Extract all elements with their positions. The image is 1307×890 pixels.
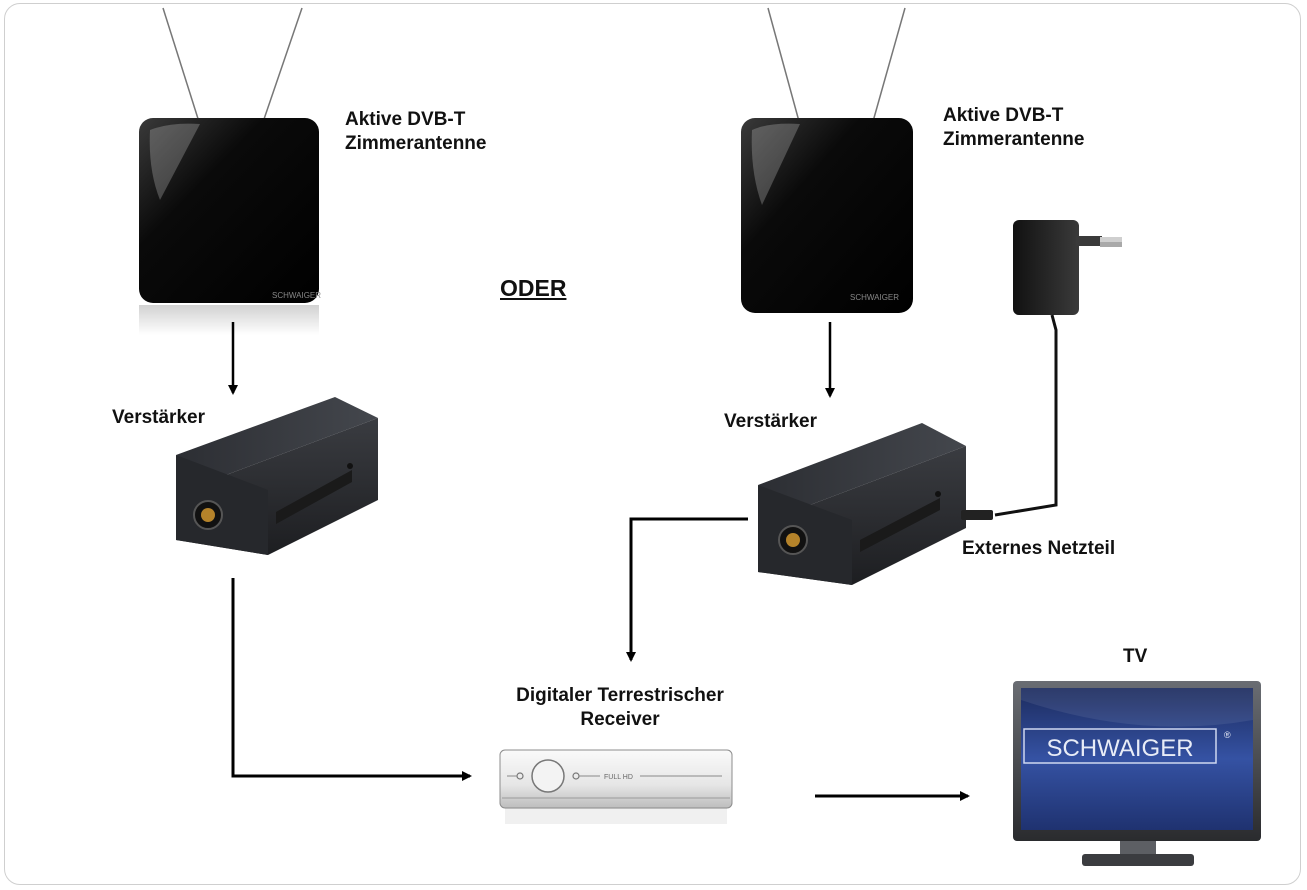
antenna-rod	[767, 7, 801, 126]
label-antenna-right: Aktive DVB-T Zimmerantenne	[943, 104, 1084, 152]
arrow-amplifier-left-to-receiver	[231, 578, 472, 781]
antenna-rod	[871, 7, 906, 126]
antenna-panel	[741, 118, 913, 313]
tv-screen	[1021, 688, 1253, 830]
label-amplifier-left: Verstärker	[112, 407, 205, 428]
antenna-left: SCHWAIGER	[139, 7, 321, 335]
label-oder: ODER	[500, 275, 567, 301]
amplifier-right	[758, 423, 966, 585]
label-amplifier-right: Verstärker	[724, 411, 817, 432]
plug-pin	[1100, 237, 1122, 242]
tv-set: SCHWAIGER ®	[1013, 681, 1261, 866]
receiver-knob	[531, 759, 565, 793]
power-adapter	[1013, 220, 1079, 315]
label-line: Receiver	[580, 709, 660, 730]
label-line: Digitaler Terrestrischer	[516, 685, 724, 706]
arrow-amplifier-right-to-receiver	[626, 517, 748, 662]
amplifier-left	[176, 397, 378, 555]
tv-stand	[1082, 854, 1194, 866]
power-connector	[961, 510, 993, 520]
antenna-panel	[139, 118, 319, 303]
tv-neck	[1120, 841, 1156, 855]
antenna-logo: SCHWAIGER	[850, 293, 899, 302]
label-power-supply: Externes Netzteil	[962, 538, 1116, 559]
label-antenna-left: Aktive DVB-T Zimmerantenne	[345, 108, 486, 156]
label-line: Aktive DVB-T	[345, 109, 466, 130]
antenna-rod	[261, 7, 303, 126]
receiver-badge: FULL HD	[604, 774, 633, 781]
tv-registered-mark: ®	[1224, 730, 1231, 740]
antenna-right: SCHWAIGER	[741, 7, 913, 313]
antenna-logo: SCHWAIGER	[272, 291, 321, 300]
power-cable	[994, 314, 1058, 517]
antenna-rod	[162, 7, 201, 126]
power-supply	[961, 220, 1122, 520]
tv-logo: SCHWAIGER	[1046, 735, 1193, 762]
label-tv: TV	[1123, 646, 1148, 667]
label-receiver: Digitaler Terrestrischer Receiver	[470, 684, 770, 732]
tv-logo-box	[1023, 728, 1217, 764]
label-line: Aktive DVB-T	[943, 105, 1064, 126]
receiver-box: FULL HD	[499, 749, 733, 824]
label-line: Zimmerantenne	[943, 129, 1085, 150]
label-line: Zimmerantenne	[345, 133, 487, 154]
